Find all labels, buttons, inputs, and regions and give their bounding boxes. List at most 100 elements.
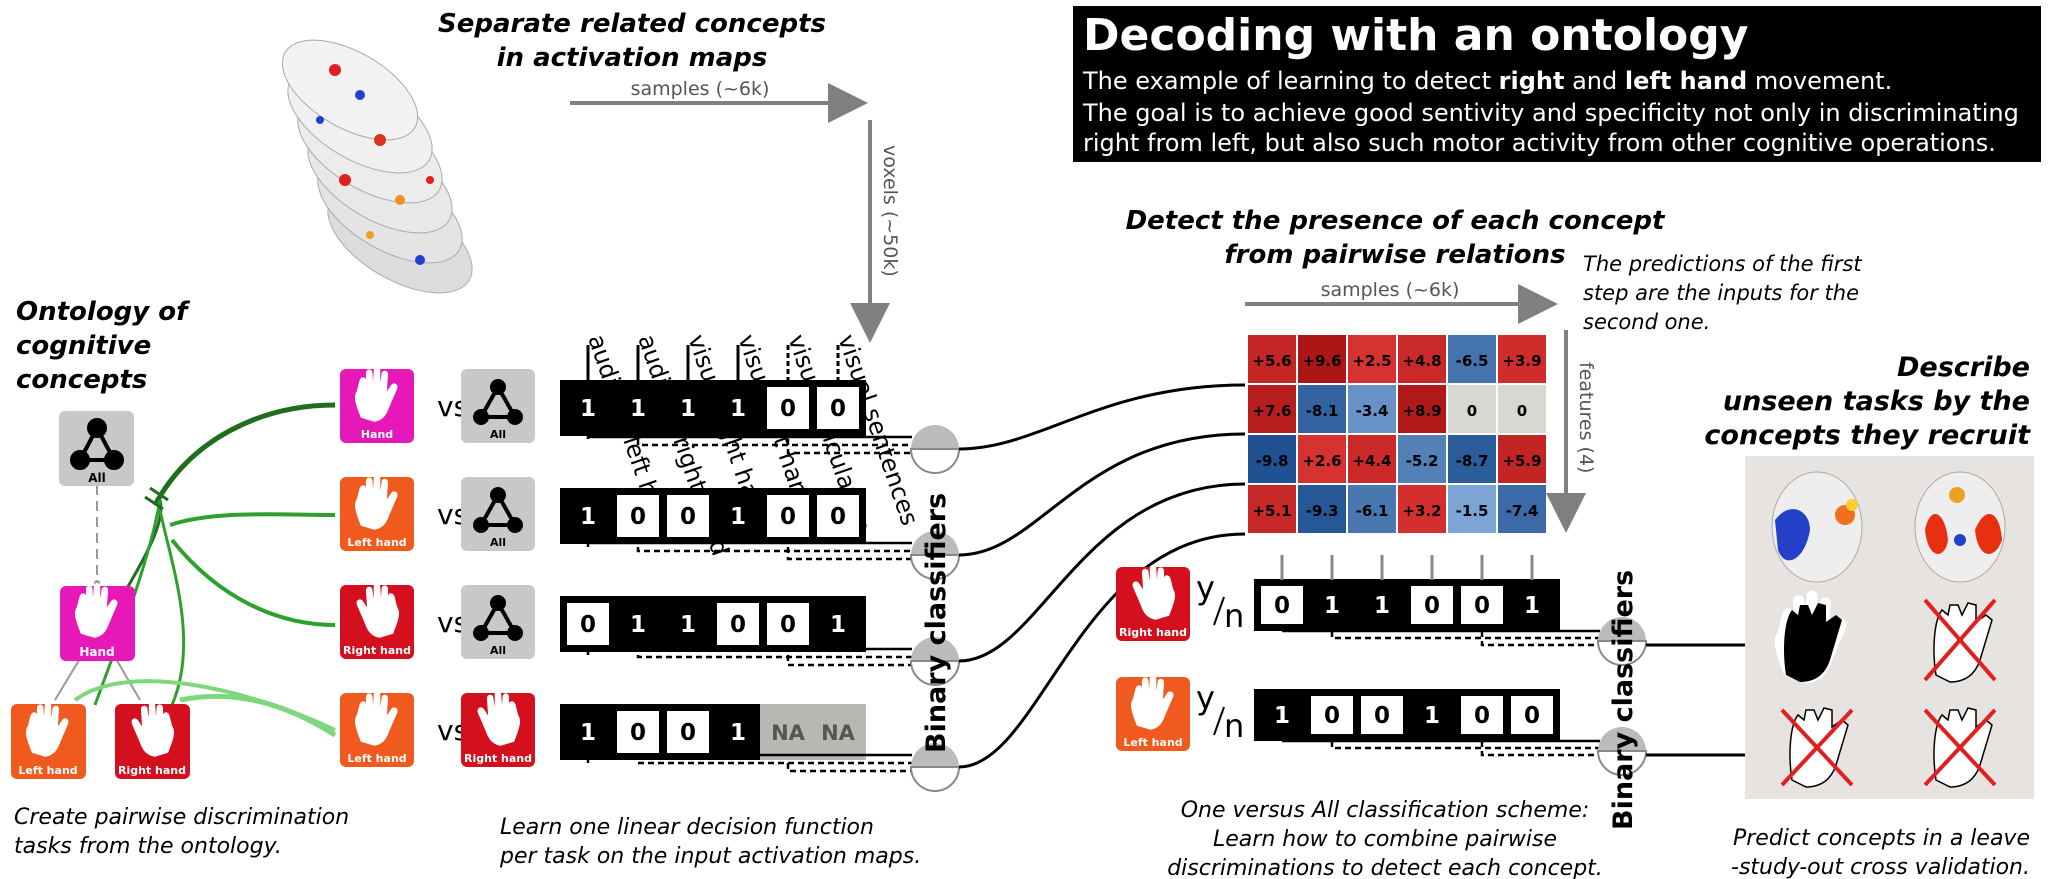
feature-matrix: +5.6+9.6+2.5+4.8-6.5+3.9+7.6-8.1-3.4+8.9… — [1248, 335, 1546, 533]
pair-3-cells-cell-2: 1 — [616, 602, 660, 646]
second-classifiers-label: Binary classifiers — [1608, 570, 1639, 830]
classifier-node-4 — [909, 743, 961, 792]
matrix-cell-1-2-text: +9.6 — [1302, 352, 1341, 370]
detect-2-connectors — [1282, 739, 1600, 757]
matrix-cell-1-1-text: +5.6 — [1252, 352, 1291, 370]
matrix-cell-1-4: +4.8 — [1398, 335, 1446, 383]
matrix-cell-4-4: +3.2 — [1398, 485, 1446, 533]
detect-heading-line-1: Detect the presence of each concept — [1126, 206, 1666, 236]
pair-2-connectors — [586, 541, 912, 561]
detect-1-cells-cell-5: 0 — [1459, 584, 1505, 626]
pair-4-concept-a: Left hand — [340, 690, 414, 767]
pair-4-cells-cell-4: 1 — [716, 710, 760, 754]
node-all: All — [59, 411, 134, 486]
brain-map-left-image — [1771, 471, 1863, 583]
title-line-1-right: right — [1498, 67, 1565, 95]
pair-2-cells-cell-4-text: 1 — [730, 504, 746, 530]
matrix-cell-3-3-text: +4.4 — [1352, 452, 1391, 470]
matrix-cell-3-5-text: -8.7 — [1456, 452, 1489, 470]
classifier-node-3 — [909, 637, 961, 686]
detect-2-concept-label: Left hand — [1123, 736, 1182, 749]
pair-4-concept-b: Right hand — [461, 690, 535, 767]
describe-caption-line-1: Predict concepts in a leave — [1733, 826, 2030, 851]
pair-4-concept-b-label: Right hand — [464, 752, 532, 765]
matrix-cell-4-3: -6.1 — [1348, 485, 1396, 533]
matrix-cell-4-2: -9.3 — [1298, 485, 1346, 533]
detect-1-cells-cell-4: 0 — [1409, 584, 1455, 626]
describe-heading-line-3: concepts they recruit — [1704, 420, 2031, 451]
describe-caption-line-2: -study-out cross validation. — [1731, 855, 2030, 879]
pair-3-cells-cell-2-text: 1 — [630, 612, 646, 638]
page-title: Decoding with an ontology — [1083, 10, 1749, 61]
brain-slices-image — [281, 39, 473, 294]
matrix-cell-1-5: -6.5 — [1448, 335, 1496, 383]
pair-3-concept-b: All — [461, 585, 535, 659]
matrix-cell-2-5: 0 — [1448, 385, 1496, 433]
pair-4-cells-cell-2: 0 — [615, 709, 661, 755]
detect-1-cells-cell-5-text: 0 — [1474, 593, 1490, 619]
pair-2-concept-b: All — [461, 477, 535, 551]
pair-1-cells-cell-5-text: 0 — [780, 396, 796, 422]
crossed-hand-icon-3 — [1923, 707, 1997, 788]
pair-1-cells-cell-2-text: 1 — [630, 396, 646, 422]
task-edge-left-right-2 — [73, 679, 336, 732]
ontology-heading-line-3: concepts — [16, 365, 147, 395]
matrix-cell-2-6-text: 0 — [1517, 402, 1527, 420]
matrix-cell-1-3: +2.5 — [1348, 335, 1396, 383]
matrix-cell-4-4-text: +3.2 — [1402, 502, 1441, 520]
pair-2-concept-a-label: Left hand — [347, 536, 406, 549]
classifier-to-matrix-links — [958, 383, 1246, 769]
matrix-cell-4-1: +5.1 — [1248, 485, 1296, 533]
pair-3-concept-a-label: Right hand — [343, 644, 411, 657]
pair-2-cells-cell-5-text: 0 — [780, 504, 796, 530]
matrix-cell-2-3: -3.4 — [1348, 385, 1396, 433]
pair-4-concept-a-label: Left hand — [347, 752, 406, 765]
first-classifier-nodes — [909, 425, 961, 792]
detect-1-cells-cell-6-text: 1 — [1524, 593, 1540, 619]
pair-1-cells-cell-2: 1 — [616, 386, 660, 430]
pair-3-cells-cell-6-text: 1 — [830, 612, 846, 638]
title-line-1: The example of learning to detect right … — [1083, 66, 2031, 96]
detect-2-cells-cell-5-text: 0 — [1474, 703, 1490, 729]
pairwise-caption-line-2: per task on the input activation maps. — [499, 844, 921, 869]
pair-1-cells-cell-1-text: 1 — [580, 396, 596, 422]
pair-2-cells-cell-3: 0 — [665, 493, 711, 539]
all-icon — [70, 418, 124, 470]
detect-note-line-1: The predictions of the first — [1583, 252, 1862, 276]
matrix-cell-2-4: +8.9 — [1398, 385, 1446, 433]
task-edge-left-all — [169, 512, 336, 527]
node-hand: Hand — [60, 582, 135, 661]
matrix-cell-3-3: +4.4 — [1348, 435, 1396, 483]
task-edge-left-right — [179, 693, 337, 738]
detect-note-line-3: second one. — [1583, 310, 1710, 334]
pair-3-cells-cell-4: 0 — [715, 601, 761, 647]
matrix-cell-1-2: +9.6 — [1298, 335, 1346, 383]
matrix-cell-2-2: -8.1 — [1298, 385, 1346, 433]
matrix-cell-4-1-text: +5.1 — [1252, 502, 1291, 520]
pair-2-concept-b-label: All — [490, 536, 506, 549]
pair-3-cells-cell-3-text: 1 — [680, 612, 696, 638]
title-line-1-b: and — [1564, 67, 1625, 95]
pair-3-cells-cell-3: 1 — [666, 602, 710, 646]
detect-1-connectors — [1282, 629, 1600, 647]
pair-1-cells-cell-3: 1 — [666, 386, 710, 430]
node-left-hand-label: Left hand — [18, 764, 77, 777]
pair-2-cells-cell-4: 1 — [716, 494, 760, 538]
pair-3-connectors — [586, 647, 912, 667]
pair-1-cells-cell-6: 0 — [815, 385, 861, 431]
detect-1-cells-cell-4-text: 0 — [1424, 593, 1440, 619]
pair-1-concept-b: All — [461, 369, 535, 443]
pair-2-cells-cell-2: 0 — [615, 493, 661, 539]
first-classifiers-label: Binary classifiers — [921, 493, 952, 753]
pair-4-cells-cell-4-text: 1 — [730, 720, 746, 746]
pair-4-cells-cell-5-text: NA — [771, 721, 806, 745]
ontology-heading-line-2: cognitive — [16, 331, 151, 361]
pair-4-cells-cell-3-text: 0 — [680, 720, 696, 746]
title-line-1-a: The example of learning to detect — [1083, 67, 1499, 95]
detect-features-label: features (4) — [1575, 362, 1597, 473]
node-right-hand: Right hand — [115, 701, 190, 779]
crossed-hand-icon-1 — [1923, 598, 1997, 683]
